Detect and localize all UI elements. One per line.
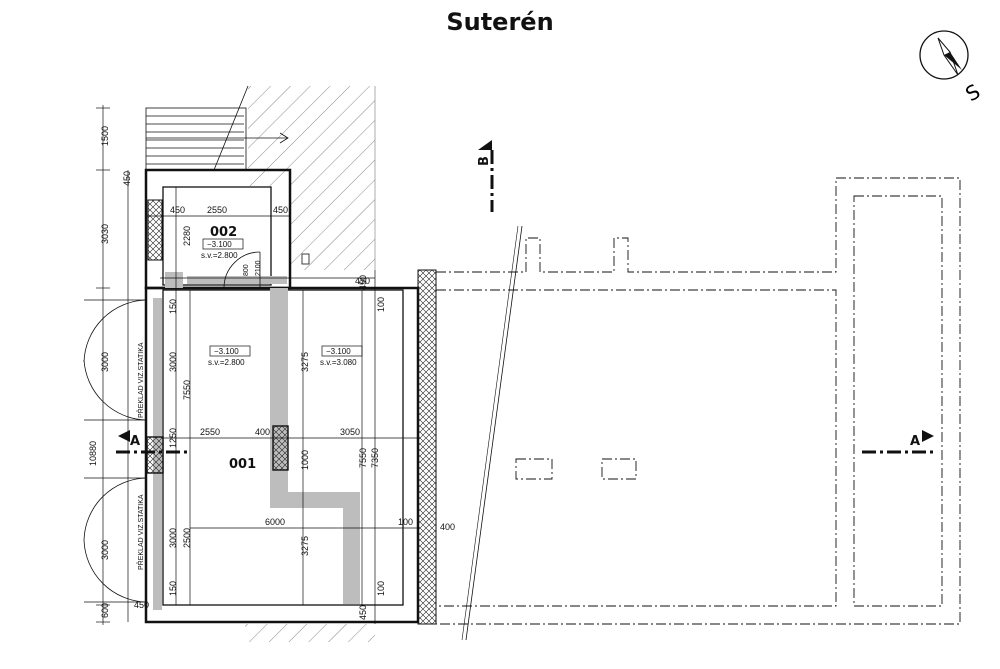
dim-left-outer-4: 600 (100, 603, 110, 618)
dim-left-mid-4: 450 (134, 600, 149, 610)
insulated-wall (417, 269, 437, 625)
room-002-number: 002 (210, 225, 237, 240)
compass-icon: S (919, 30, 984, 106)
dimension-lines-left (96, 105, 191, 625)
dim-h-2: 2550 (207, 205, 227, 215)
room-002-level: −3.100 (207, 240, 232, 249)
lintel-label-bottom: PŘEKLAD VIZ.STATIKA (136, 494, 145, 570)
neighbour-outline (435, 177, 961, 625)
dim-h-9: 400 (440, 522, 455, 532)
floor-band (153, 272, 360, 610)
dim-left-inner2-1: 2280 (182, 226, 192, 246)
section-a-right-label: A (910, 434, 920, 449)
dim-left-inner-2: 3000 (168, 352, 178, 372)
room-001-level-b: −3.100 (326, 347, 351, 356)
dim-r-7: 7350 (370, 448, 380, 468)
lintel-label-top: PŘEKLAD VIZ.STATIKA (136, 342, 145, 418)
dim-left-outer-1: 1500 (100, 126, 110, 146)
column-left (146, 436, 164, 474)
terrain-hatch-bottom (245, 624, 375, 642)
room-002-level-box (202, 238, 244, 250)
dim-r-9: 450 (358, 605, 368, 620)
dim-left-mid-2: 3000 (100, 352, 110, 372)
dim-left-inner2-3: 2500 (182, 528, 192, 548)
dim-r-3: 1000 (300, 450, 310, 470)
room-001-level-a: −3.100 (214, 347, 239, 356)
dim-r-8: 450 (358, 275, 368, 290)
room-001-height-a: s.v.=2.800 (208, 358, 245, 367)
dim-r-2: 3275 (300, 352, 310, 372)
dimension-lines-right (302, 270, 376, 624)
dim-h-8: 100 (398, 517, 413, 527)
dim-r-5: 100 (376, 581, 386, 596)
cut-line (465, 225, 523, 641)
dim-h-3: 450 (273, 205, 288, 215)
window-marker (301, 253, 310, 265)
room-001-height-b: s.v.=3.080 (320, 358, 357, 367)
room-001-number: 001 (229, 457, 256, 472)
terrain-hatch-top (248, 86, 376, 270)
dim-left-inner-4: 3000 (168, 528, 178, 548)
dim-left-mid-1: 450 (122, 171, 132, 186)
compass-letter: S (961, 79, 984, 106)
dim-r-6: 7550 (358, 448, 368, 468)
dim-left-inner-1: 150 (168, 299, 178, 314)
dim-left-outer-2: 3030 (100, 224, 110, 244)
room-001-level-box-a (209, 345, 251, 357)
dimension-lines-horizontal (146, 215, 420, 529)
dim-r-1: 100 (376, 297, 386, 312)
room-002-height: s.v.=2.800 (201, 251, 238, 260)
section-a-right-mark: A (862, 430, 934, 454)
dim-left-inner-5: 150 (168, 581, 178, 596)
dim-h-4: 2550 (200, 427, 220, 437)
dim-left-inner2-2: 7550 (182, 380, 192, 400)
door-size-label-small: 800 (243, 264, 250, 276)
section-b-mark: B (477, 140, 494, 212)
dim-h-1: 450 (170, 205, 185, 215)
section-a-left-label: A (130, 434, 140, 449)
column (272, 425, 289, 471)
dim-r-4: 3275 (300, 536, 310, 556)
dim-h-10: 450 (355, 276, 370, 286)
dim-h-7: 6000 (265, 517, 285, 527)
dim-h-6: 3050 (340, 427, 360, 437)
dim-left-mid-3: 3000 (100, 540, 110, 560)
section-b-label: B (477, 156, 492, 166)
cut-line-2 (461, 225, 519, 641)
dim-h-5: 400 (255, 427, 270, 437)
drawing-title: Suterén (446, 8, 554, 36)
door-size-label: 2100 (255, 260, 262, 276)
exterior-stairs (145, 85, 289, 171)
dim-left-outer-3: 10880 (88, 441, 98, 466)
